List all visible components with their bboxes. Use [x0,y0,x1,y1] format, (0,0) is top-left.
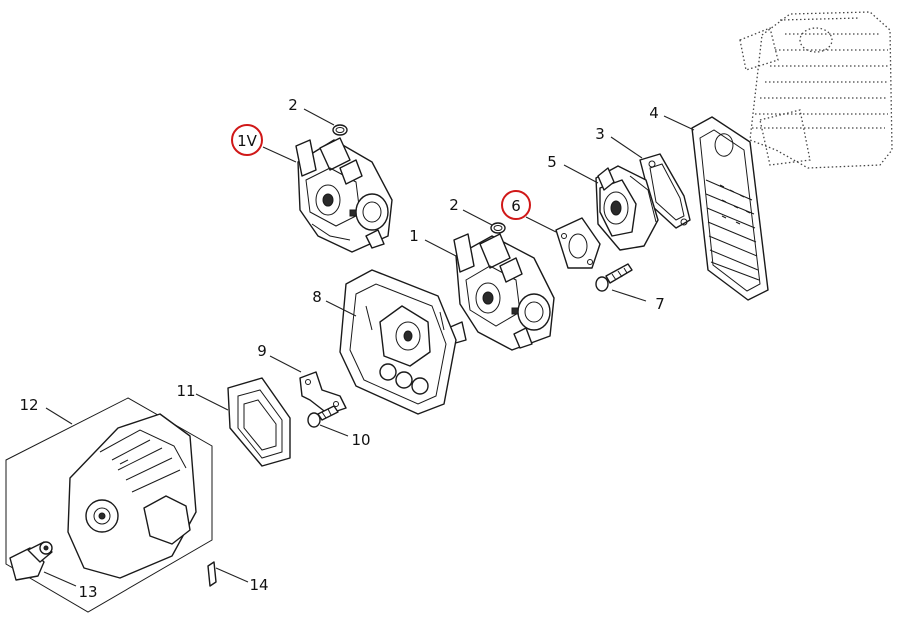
highlight-ring-1v [231,124,263,156]
engine-cylinder-outline [739,11,893,169]
callout-8: 8 [312,288,322,306]
callout-7: 7 [655,295,665,313]
callout-2-lower: 2 [449,196,459,214]
part-7-screw [595,263,633,292]
part-13-knob [9,541,53,581]
part-1-carburetor [447,233,555,351]
highlight-ring-6 [501,190,531,220]
callout-6: 6 [511,197,521,215]
part-12-air-cleaner-cover [5,397,213,613]
callout-1v: 1V [237,132,258,150]
callout-2-upper: 2 [288,96,298,114]
callout-labels: 1V 2 2 1 3 4 5 6 7 8 9 10 11 12 13 14 [19,96,664,601]
part-8-air-cleaner-base [339,269,457,415]
callout-13: 13 [78,583,97,601]
callout-5: 5 [547,153,557,171]
callout-4: 4 [649,104,659,122]
part-14-label [207,561,217,587]
callout-14: 14 [249,576,268,594]
part-1v-carburetor-assembly [295,137,393,253]
part-5-carburetor-adapter [595,165,659,251]
part-9-bracket [299,371,347,415]
callout-11: 11 [176,382,195,400]
part-10-screw [307,405,339,428]
part-11-air-filter-element [227,377,291,467]
part-4-insulator-gasket [691,116,769,301]
callout-3: 3 [595,125,605,143]
highlight-rings [231,124,531,220]
callout-10: 10 [351,431,370,449]
leader-lines [43,108,695,587]
callout-12: 12 [19,396,38,414]
part-6-gasket [555,217,601,269]
callout-1: 1 [409,227,419,245]
part-2-o-ring-lower [490,222,506,234]
callout-9: 9 [257,342,267,360]
part-2-o-ring-upper [332,124,348,136]
